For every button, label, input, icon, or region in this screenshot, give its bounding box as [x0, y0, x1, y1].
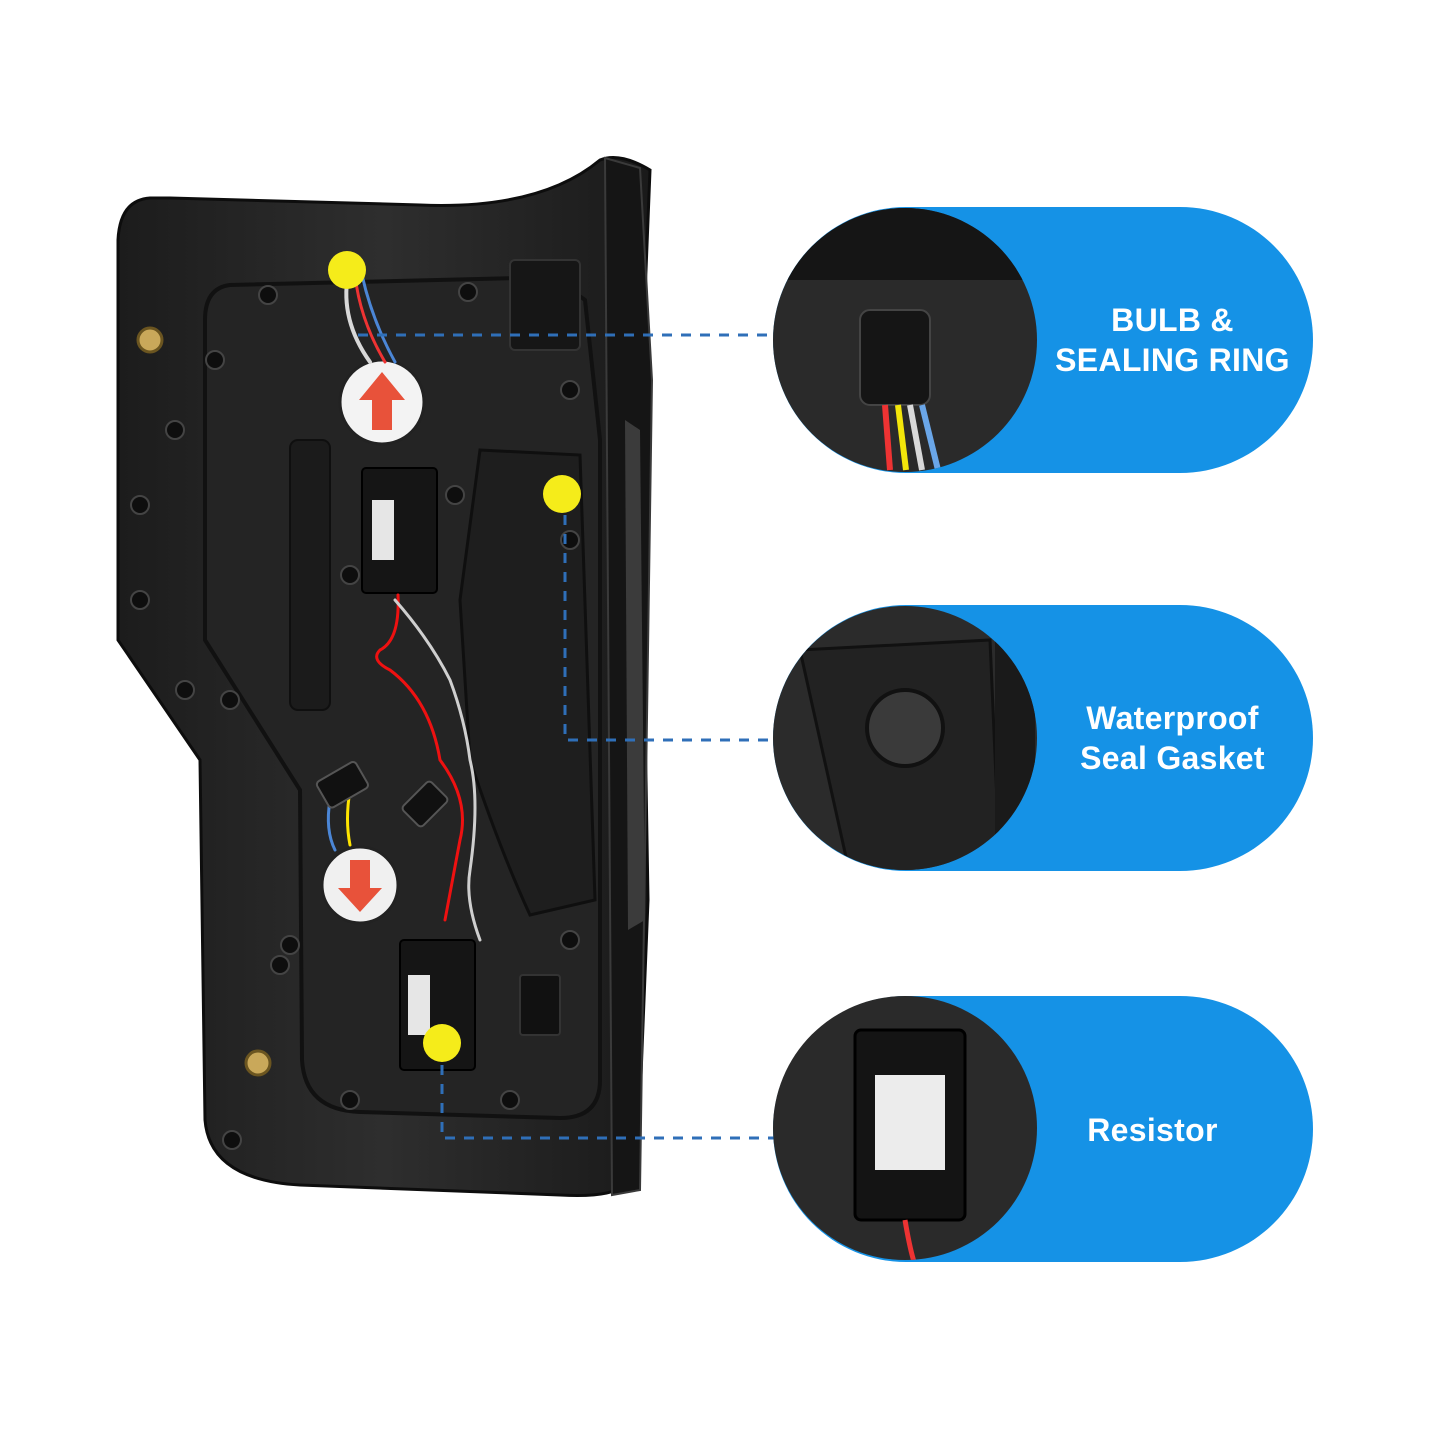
housing-screws [130, 282, 580, 1150]
upper-bulb-socket [338, 358, 426, 446]
resistor-box-closeup-icon [773, 996, 1037, 1260]
leader-line-resistor [440, 1065, 780, 1140]
marker-bulb-icon [328, 251, 366, 289]
callout-resistor-line-1: Resistor [1087, 1112, 1218, 1148]
callout-bulb-line-1: BULB & [1111, 302, 1234, 338]
mounting-studs [136, 326, 272, 1077]
callout-gasket-label: Waterproof Seal Gasket [1040, 698, 1305, 778]
callout-resistor-label: Resistor [1020, 1110, 1285, 1150]
leader-lines [358, 333, 780, 1140]
marker-resistor-icon [423, 1024, 461, 1062]
leader-line-gasket [563, 515, 780, 742]
callout-gasket-line-1: Waterproof [1086, 700, 1259, 736]
yellow-markers [328, 251, 581, 1062]
callout-bulb-label: BULB & SEALING RING [1040, 300, 1305, 380]
resistor-boxes [361, 259, 581, 1071]
marker-gasket-icon [543, 475, 581, 513]
wiring-harness [315, 273, 482, 942]
housing-shell [116, 156, 654, 1198]
callout-bulb-line-2: SEALING RING [1055, 342, 1290, 378]
callout-resistor [773, 996, 1313, 1262]
callout-bulb [773, 207, 1313, 473]
callout-gasket-line-2: Seal Gasket [1080, 740, 1265, 776]
lower-bulb-socket [320, 845, 400, 925]
callout-gasket [773, 605, 1313, 871]
